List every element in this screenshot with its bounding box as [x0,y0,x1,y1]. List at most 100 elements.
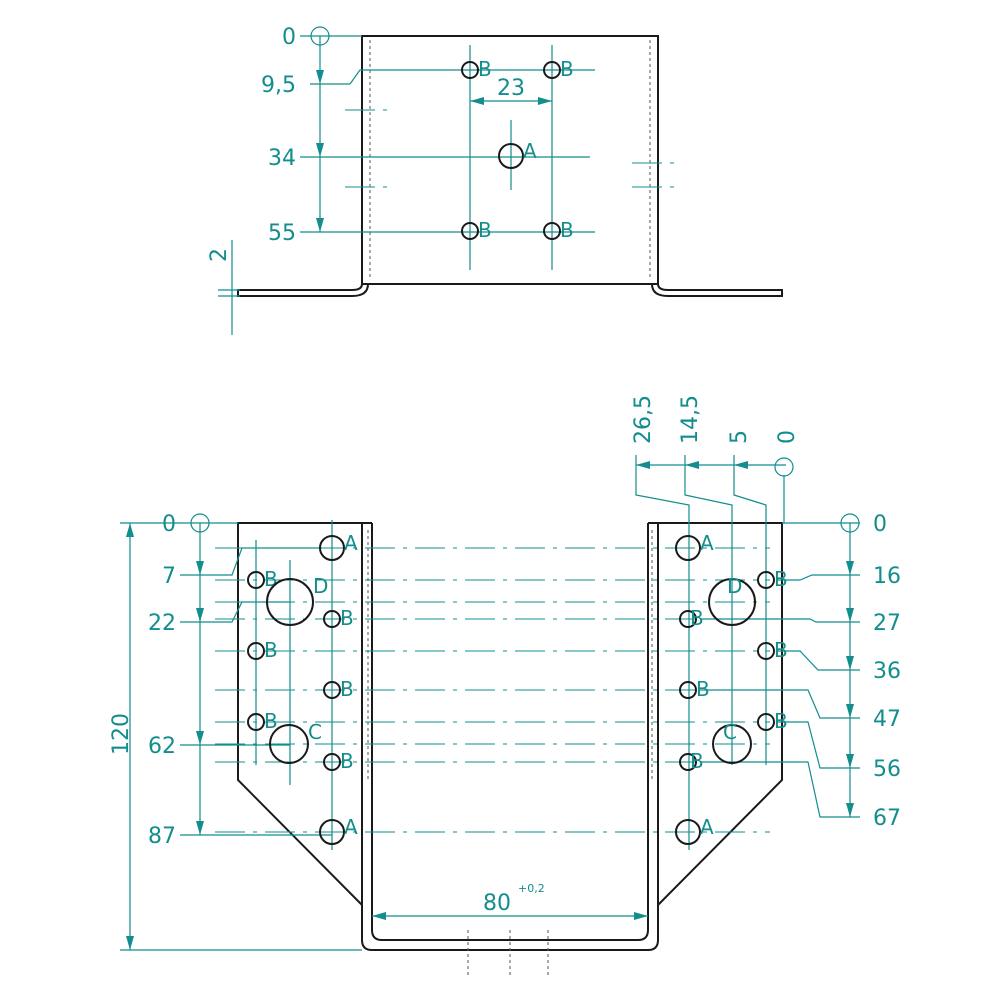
width-tolerance-label: +0,2 [518,882,545,895]
hole-label: B [696,677,710,701]
top-plate-outline [361,35,659,285]
dim-label: 0 [873,512,887,537]
hole-label: B [690,749,704,773]
hole-label: C [723,720,737,744]
hole-a [319,819,345,845]
hole-a [675,535,701,561]
hole-b [757,713,775,731]
right-flange [651,283,783,297]
leader-line [684,455,733,765]
hole-label: B [264,567,278,591]
hole-d [708,578,756,626]
arrowheads [636,461,748,469]
origin-symbol-icon [190,513,210,533]
leader-line [635,455,690,850]
hole-label: B [478,218,492,242]
hole-b [543,222,561,240]
dim-label: 34 [268,146,296,171]
dim-label: 22 [148,611,176,636]
hole-label: C [308,720,322,744]
hole-label: B [264,709,278,733]
hole-label: A [700,531,714,555]
hole-label: A [344,815,358,839]
hole-b [679,681,697,699]
dim-label: 7 [162,564,176,589]
leader-line [776,721,860,769]
dim-label: 62 [148,734,176,759]
dim-label: 16 [873,564,901,589]
hole-b [323,681,341,699]
arrowheads [316,70,324,232]
hole-b [757,571,775,589]
dim-label: 27 [873,611,901,636]
origin-symbol-icon [310,26,330,46]
hole-b [247,571,265,589]
hole-b [247,642,265,660]
hole-label: B [774,638,788,662]
dim-label: 87 [148,824,176,849]
hole-label: B [560,57,574,81]
dim-label: 36 [873,659,901,684]
dim-label: 0 [162,512,176,537]
thickness-dim-label: 2 [207,248,232,262]
leader-line [776,650,860,671]
leader-line [349,69,595,85]
dim-label: 14,5 [678,395,703,444]
leader-line [700,618,860,623]
spacing-dim-label: 23 [497,76,525,101]
hole-b [679,610,697,628]
hole-label: B [478,57,492,81]
dim-label: 5 [727,430,752,444]
hole-label: B [340,677,354,701]
leader-line [180,547,322,576]
hole-label: D [313,574,328,598]
hole-label: A [523,139,537,163]
leader-line [733,455,767,765]
hole-label: B [690,606,704,630]
dim-label: 56 [873,757,901,782]
arrowheads [196,561,204,835]
hole-a [675,819,701,845]
hole-label: B [264,638,278,662]
hole-b [461,61,479,79]
hole-b [461,222,479,240]
hole-b [543,61,561,79]
hole-b [247,713,265,731]
left-flange [237,283,369,297]
dim-label: 47 [873,707,901,732]
hole-b [323,753,341,771]
hole-label: A [344,531,358,555]
hole-d [266,578,314,626]
hole-c [712,724,752,764]
hole-label: A [700,815,714,839]
height-dim-label: 120 [109,713,134,755]
hole-a [498,143,524,169]
hole-label: B [340,606,354,630]
arrowheads [846,561,854,817]
hole-label: B [560,218,574,242]
dim-label: 26,5 [631,395,656,444]
leader-line [700,689,860,719]
hole-c [269,724,309,764]
dim-label: 55 [268,221,296,246]
width-dim-label: 80 [483,891,511,916]
front-view: 120 0 7 22 62 87 0 16 27 36 47 56 67 [109,395,901,975]
origin-symbol-icon [774,457,794,477]
hole-label: B [774,709,788,733]
origin-symbol-icon [840,513,860,533]
hole-label: D [727,574,742,598]
dim-label: 9,5 [261,73,296,98]
hole-label: B [774,567,788,591]
leader-line [776,574,860,581]
dim-label: 67 [873,806,901,831]
hole-b [679,753,697,771]
hole-a [319,535,345,561]
hole-b [323,610,341,628]
dim-label: 0 [775,430,800,444]
hole-b [757,642,775,660]
hole-label: B [340,749,354,773]
leader-line [700,761,860,818]
